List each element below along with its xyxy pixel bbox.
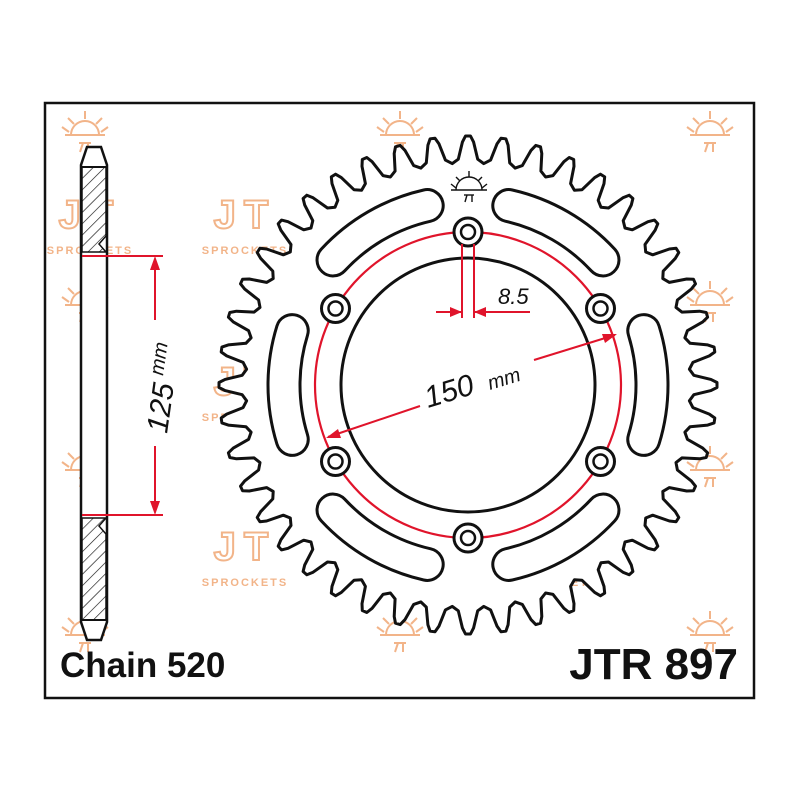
weight-cutout bbox=[266, 313, 310, 457]
lower-hatched-section bbox=[81, 517, 108, 621]
bolt-hole bbox=[452, 522, 484, 554]
bolt-hole bbox=[452, 216, 484, 248]
bolt-hole bbox=[585, 446, 617, 477]
sprocket bbox=[217, 134, 719, 636]
part-number-label: JTR 897 bbox=[569, 640, 738, 689]
watermark-sun-icon bbox=[686, 111, 734, 153]
weight-cutout bbox=[315, 188, 445, 278]
weight-cutout bbox=[626, 313, 670, 457]
bolt-hole-value: 8.5 bbox=[498, 284, 529, 309]
upper-hatched-section bbox=[81, 166, 108, 253]
drawing-frame bbox=[43, 101, 756, 700]
bolt-hole bbox=[585, 293, 617, 324]
watermark-logo: JT SPROCKETS bbox=[202, 524, 288, 589]
watermark-sun-icon bbox=[376, 111, 424, 153]
inner-hub-dimension: 125 mm bbox=[82, 255, 181, 516]
weight-cutout bbox=[315, 492, 445, 582]
side-profile bbox=[79, 145, 109, 642]
watermark-sun-icon bbox=[686, 611, 734, 653]
bolt-hole-dimension: 8.5 bbox=[436, 244, 530, 318]
svg-text:SPROCKETS: SPROCKETS bbox=[202, 577, 288, 589]
inner-hub-value: 125 bbox=[141, 381, 181, 435]
svg-text:JT: JT bbox=[214, 193, 277, 237]
weight-cutout bbox=[491, 492, 621, 582]
watermark-sun-icon bbox=[686, 446, 734, 488]
center-bore bbox=[339, 256, 597, 514]
svg-text:JT: JT bbox=[214, 525, 277, 569]
bolt-hole bbox=[319, 446, 351, 477]
bolt-hole bbox=[319, 293, 351, 324]
chain-size-label: Chain 520 bbox=[60, 646, 226, 685]
watermark-sun-icon bbox=[376, 611, 424, 653]
side-profile-outline bbox=[79, 145, 109, 642]
top-sun-mark-icon bbox=[450, 171, 488, 203]
weight-cutout bbox=[491, 188, 621, 278]
inner-hub-unit: mm bbox=[146, 341, 172, 377]
bolt-holes bbox=[319, 216, 617, 554]
weight-cutouts bbox=[266, 188, 670, 582]
